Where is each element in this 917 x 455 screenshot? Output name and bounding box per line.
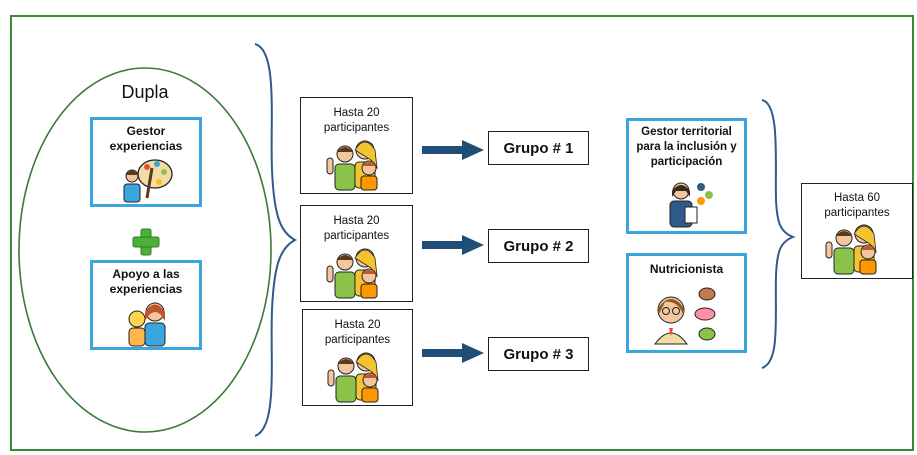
total-line1: Hasta 60 — [833, 192, 881, 204]
apoyo-label-line1: Apoyo a las — [112, 267, 180, 281]
gestor-territorial-line3: participación — [650, 156, 723, 168]
participants-line2: participantes — [323, 230, 390, 242]
dupla-ellipse — [18, 67, 272, 433]
arrow-1 — [422, 140, 484, 160]
manager-icon — [669, 182, 713, 228]
apoyo-label-line2: experiencias — [109, 282, 183, 296]
participants-box-1: Hasta 20 participantes — [300, 97, 413, 194]
group-people-icon — [825, 224, 877, 275]
participants-line2: participantes — [323, 122, 390, 134]
group-people-icon — [326, 140, 378, 191]
nutritionist-icon — [654, 287, 716, 345]
right-brace — [761, 99, 796, 369]
group-people-icon — [326, 248, 378, 299]
group-3-box: Grupo # 3 — [488, 337, 589, 371]
gestor-experiencias-card: Gestor experiencias — [90, 117, 202, 207]
gestor-label-line2: experiencias — [109, 139, 183, 153]
plus-icon — [132, 228, 160, 256]
participants-box-3: Hasta 20 participantes — [302, 309, 413, 406]
nutricionista-label: Nutricionista — [649, 262, 724, 276]
group-people-icon — [327, 352, 379, 403]
diagram-frame — [10, 15, 914, 451]
left-brace — [254, 43, 298, 437]
gestor-territorial-card: Gestor territorial para la inclusión y p… — [626, 118, 747, 234]
apoyo-experiencias-card: Apoyo a las experiencias — [90, 260, 202, 350]
arrow-2 — [422, 235, 484, 255]
participants-line1: Hasta 20 — [333, 107, 380, 119]
group-2-box: Grupo # 2 — [488, 229, 589, 263]
gestor-label-line1: Gestor — [126, 124, 166, 138]
group-1-box: Grupo # 1 — [488, 131, 589, 165]
participants-line1: Hasta 20 — [334, 319, 381, 331]
participants-box-2: Hasta 20 participantes — [300, 205, 413, 302]
participants-line2: participantes — [324, 334, 391, 346]
arrow-3 — [422, 343, 484, 363]
support-people-icon — [128, 302, 166, 347]
gestor-territorial-line2: para la inclusión y — [636, 141, 737, 153]
painter-icon — [123, 159, 173, 203]
total-participants-box: Hasta 60 participantes — [801, 183, 913, 279]
dupla-title: Dupla — [121, 82, 169, 102]
nutricionista-card: Nutricionista — [626, 253, 747, 353]
participants-line1: Hasta 20 — [333, 215, 380, 227]
total-line2: participantes — [824, 207, 890, 219]
gestor-territorial-line1: Gestor territorial — [641, 126, 732, 138]
